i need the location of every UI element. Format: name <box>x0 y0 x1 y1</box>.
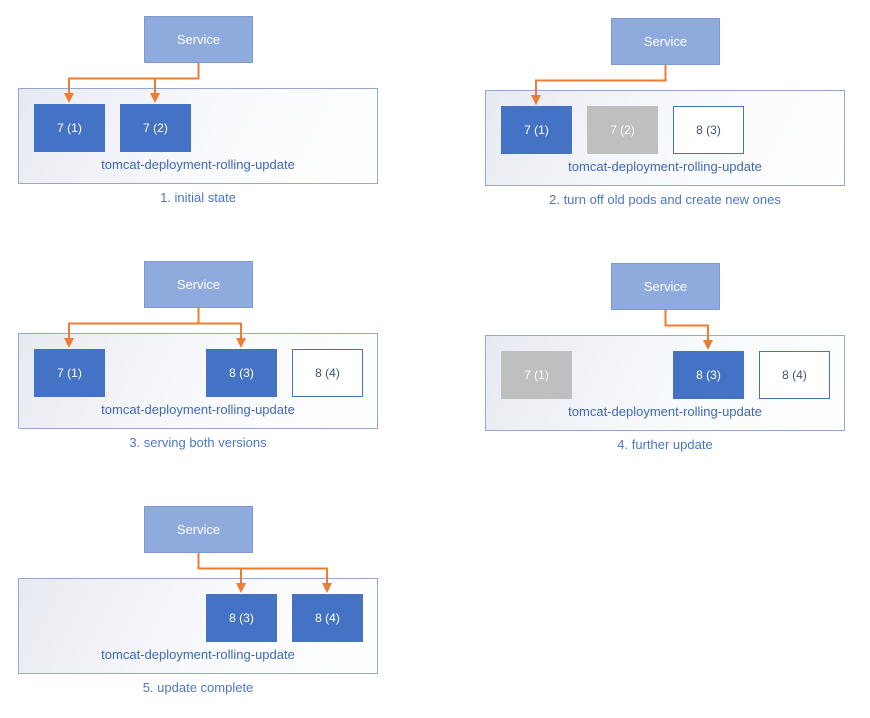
service-box: Service <box>144 16 253 63</box>
pod-8-3: 8 (3) <box>673 106 744 154</box>
deployment-box: 7 (1) 7 (2) tomcat-deployment-rolling-upd… <box>18 88 378 184</box>
service-box: Service <box>144 261 253 308</box>
deployment-label: tomcat-deployment-rolling-update <box>568 404 762 419</box>
panel-caption: 2. turn off old pods and create new ones <box>549 192 781 207</box>
pod-7-1: 7 (1) <box>34 349 105 397</box>
pod-8-4: 8 (4) <box>759 351 830 399</box>
pod-8-3: 8 (3) <box>206 349 277 397</box>
pod-7-2: 7 (2) <box>120 104 191 152</box>
pod-8-4: 8 (4) <box>292 349 363 397</box>
panel-serving-both-versions: Service 7 (1) 8 (3) 8 (4) tomcat-deploymen… <box>18 261 378 461</box>
deployment-box: 7 (1) 8 (3) 8 (4) tomcat-deployment-rollin… <box>18 333 378 429</box>
deployment-label: tomcat-deployment-rolling-update <box>101 647 295 662</box>
pod-7-1: 7 (1) <box>501 351 572 399</box>
pod-7-1: 7 (1) <box>34 104 105 152</box>
pod-8-3: 8 (3) <box>673 351 744 399</box>
pod-8-3: 8 (3) <box>206 594 277 642</box>
pod-7-1: 7 (1) <box>501 106 572 154</box>
service-box: Service <box>611 18 720 65</box>
panel-initial-state: Service 7 (1) 7 (2) tomcat-deployment-rol… <box>18 16 378 216</box>
panel-caption: 4. further update <box>617 437 713 452</box>
deployment-box: 8 (3) 8 (4) tomcat-deployment-rolling-upd… <box>18 578 378 674</box>
service-box: Service <box>611 263 720 310</box>
deployment-label: tomcat-deployment-rolling-update <box>101 157 295 172</box>
deployment-box: 7 (1) 7 (2) 8 (3) tomcat-deployment-rollin… <box>485 90 845 186</box>
deployment-label: tomcat-deployment-rolling-update <box>568 159 762 174</box>
panel-caption: 5. update complete <box>142 680 254 695</box>
panel-further-update: Service 7 (1) 8 (3) 8 (4) tomcat-deploymen… <box>485 263 845 463</box>
deployment-label: tomcat-deployment-rolling-update <box>101 402 295 417</box>
service-box: Service <box>144 506 253 553</box>
deployment-box: 7 (1) 8 (3) 8 (4) tomcat-deployment-rollin… <box>485 335 845 431</box>
panel-update-complete: Service 8 (3) 8 (4) tomcat-deployment-rol… <box>18 506 378 706</box>
panel-turn-off-old-pods: Service 7 (1) 7 (2) 8 (3) tomcat-deploymen… <box>485 18 845 218</box>
panel-caption: 1. initial state <box>160 190 236 205</box>
pod-8-4: 8 (4) <box>292 594 363 642</box>
pod-7-2: 7 (2) <box>587 106 658 154</box>
panel-caption: 3. serving both versions <box>129 435 267 450</box>
